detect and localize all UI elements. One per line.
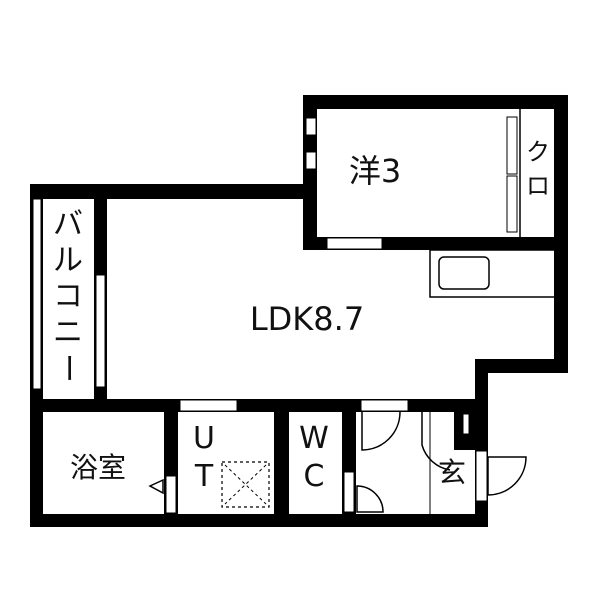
balcony-label-1: バ <box>53 207 83 242</box>
balcony-label-4: ニ <box>53 315 83 350</box>
closet-label-1: ク <box>526 138 550 166</box>
utility-label-1: U <box>193 421 215 456</box>
ut-door <box>179 399 238 412</box>
balcony-window <box>32 198 42 390</box>
utility-label-2: T <box>194 459 214 494</box>
western-room-label: 洋3 <box>349 152 401 190</box>
door-swings <box>356 411 527 513</box>
openings <box>32 116 518 514</box>
sink-icon <box>438 256 490 290</box>
bathroom-label: 浴室 <box>70 451 126 484</box>
kitchen-counter <box>429 249 556 298</box>
closet-label-2: ロ <box>526 172 550 200</box>
laundry-pan-icon <box>221 461 270 508</box>
balcony-label-2: ル <box>53 243 83 278</box>
entrance-label: 玄 <box>438 456 466 489</box>
ldk-label: LDK8.7 <box>250 300 364 338</box>
balcony-label-5: ー <box>50 353 85 383</box>
ldk-window <box>95 274 106 388</box>
toilet-label-2: C <box>304 459 325 494</box>
balcony-label-3: コ <box>53 279 83 314</box>
bath-drain-icon <box>148 478 164 495</box>
toilet-label-1: W <box>299 421 329 456</box>
western-room-door <box>326 237 383 250</box>
